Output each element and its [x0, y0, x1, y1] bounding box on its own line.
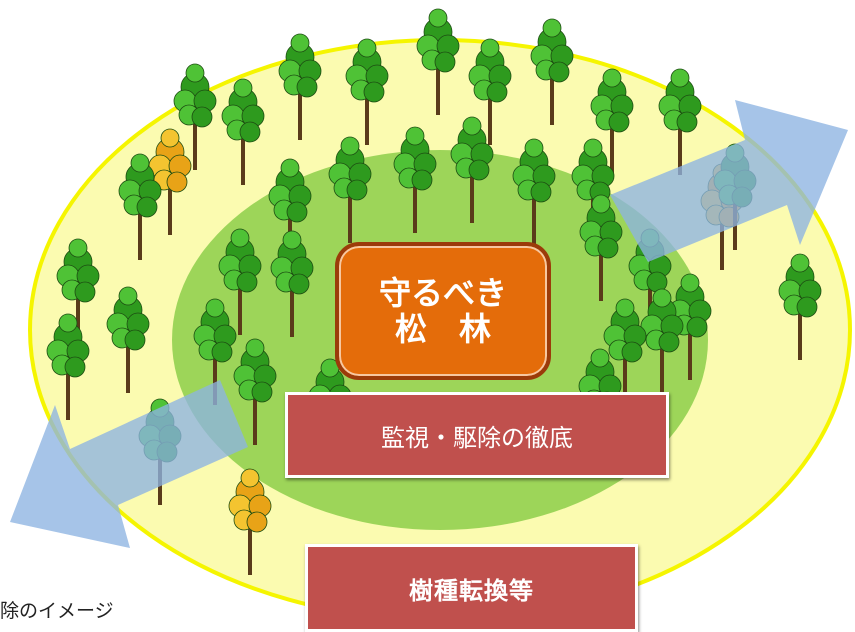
pine-tree-icon	[590, 68, 634, 175]
pine-tree-icon	[46, 313, 90, 420]
protected-pine-forest-box: 守るべき 松 林	[335, 242, 551, 380]
pine-tree-icon	[512, 138, 556, 245]
pine-tree-icon	[218, 228, 262, 335]
pine-tree-icon	[233, 338, 277, 445]
pine-tree-icon	[603, 298, 647, 405]
left-arrow-icon	[10, 380, 248, 548]
pine-tree-icon	[268, 158, 312, 265]
autumn-tree-icon	[228, 468, 272, 575]
pine-tree-icon	[193, 298, 237, 405]
pine-tree-icon	[778, 253, 822, 360]
pine-tree-icon	[328, 136, 372, 243]
pine-tree-icon	[345, 38, 389, 145]
pine-tree-icon	[393, 126, 437, 233]
pine-tree-icon	[468, 38, 512, 145]
autumn-tree-icon	[148, 128, 192, 235]
pine-tree-icon	[530, 18, 574, 125]
monitor-control-label: 監視・駆除の徹底	[285, 392, 669, 478]
pine-tree-icon	[173, 63, 217, 170]
pine-tree-icon	[118, 153, 162, 260]
pine-tree-icon	[221, 78, 265, 185]
pine-tree-icon	[658, 68, 702, 175]
pine-tree-icon	[56, 238, 100, 345]
pine-tree-icon	[640, 288, 684, 395]
pine-tree-icon	[416, 8, 460, 115]
pine-tree-icon	[270, 230, 314, 337]
caption-text: 除のイメージ	[0, 600, 114, 622]
pine-tree-icon	[106, 286, 150, 393]
right-arrow-icon	[610, 100, 848, 262]
pine-tree-icon	[450, 116, 494, 223]
pine-tree-icon	[278, 33, 322, 140]
core-label-line1: 守るべき	[378, 274, 507, 312]
core-label-line2: 松 林	[394, 310, 491, 348]
pine-tree-icon	[579, 194, 623, 301]
species-conversion-label: 樹種転換等	[305, 544, 638, 632]
